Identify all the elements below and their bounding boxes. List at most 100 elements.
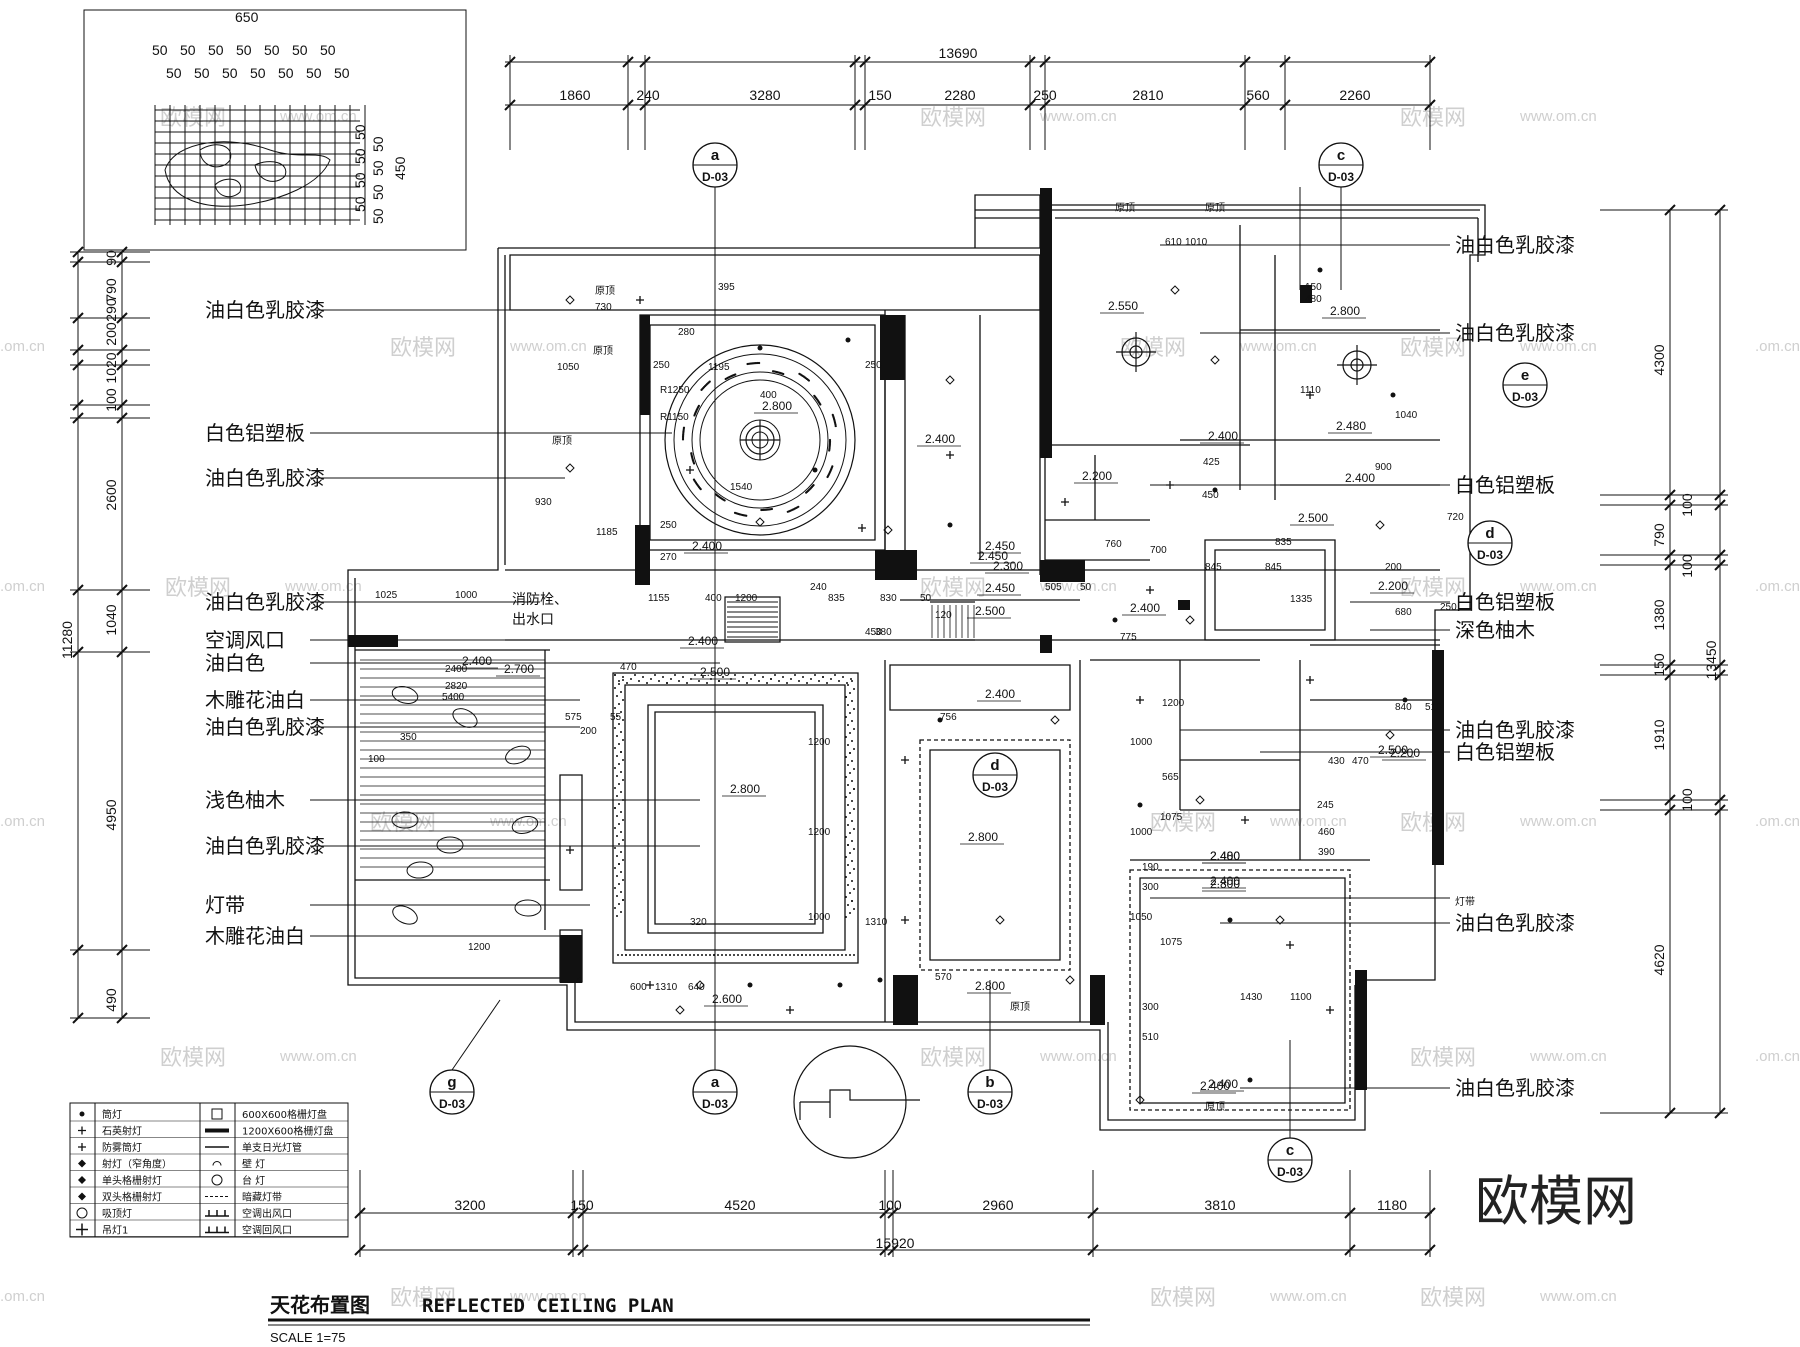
right-dim-segment: 4620 [1651, 944, 1667, 975]
spotlight-symbol [566, 296, 574, 304]
interior-dim: 1000 [1130, 737, 1153, 748]
carving-dot [654, 674, 656, 676]
overall-width-bottom: 15920 [876, 1235, 915, 1251]
bottom-dim-segment: 150 [570, 1197, 594, 1213]
carving-dot [618, 723, 620, 725]
carving-dot [670, 678, 672, 680]
section-letter: a [711, 147, 720, 164]
ceiling-level: 2.500 [700, 665, 730, 679]
top-dim-segment: 560 [1246, 87, 1270, 103]
watermark-edge: .om.cn [0, 578, 45, 595]
interior-dim: 190 [1142, 862, 1159, 873]
interior-dim: 1100 [1290, 992, 1312, 1003]
interior-dim: 1025 [375, 590, 398, 601]
section-marker: cD-03 [1268, 1138, 1312, 1182]
interior-dim: 320 [690, 917, 707, 928]
section-marker: dD-03 [973, 753, 1017, 797]
carving-dot [845, 916, 847, 918]
carving-dot [620, 711, 622, 713]
detail-spacing-top: 50 [292, 42, 308, 58]
watermark-site: www.om.cn [279, 1048, 357, 1065]
carving-dot [853, 888, 855, 890]
material-label: 油白色 [205, 651, 265, 675]
interior-dim: 430 [1328, 756, 1345, 767]
material-label: 木雕花油白 [205, 688, 305, 712]
top-dim-segment: 2260 [1339, 87, 1370, 103]
watermark-edge: .om.cn [1755, 578, 1800, 595]
carving-dot [620, 851, 622, 853]
watermark-edge: .om.cn [1755, 1048, 1800, 1065]
interior-dim: 720 [1447, 512, 1464, 523]
carving-dot [805, 954, 807, 956]
carving-dot [625, 954, 627, 956]
leaf-ornament [436, 836, 464, 854]
carving-dot [685, 954, 687, 956]
downlight-symbol [1212, 487, 1218, 493]
carving-dot [810, 678, 812, 680]
interior-dim: 640 [688, 982, 705, 993]
interior-dim: 250 [865, 360, 882, 371]
detail-spacing-top2: 50 [250, 65, 266, 81]
carving-dot [845, 876, 847, 878]
left-dim-segment: 490 [103, 988, 119, 1012]
carving-dot [853, 688, 855, 690]
light-fixtures [740, 332, 1377, 460]
carving-dot [616, 735, 618, 737]
interior-dim: 100 [368, 754, 385, 765]
carving-dot [661, 954, 663, 956]
ring-dot [805, 491, 808, 494]
ring-dot [786, 510, 789, 513]
quartz-light-symbol [901, 916, 909, 924]
carving-dot [637, 954, 639, 956]
interior-dim: 245 [1317, 800, 1334, 811]
carving-dot [847, 744, 849, 746]
watermark-brand: 欧模网 [1400, 576, 1466, 601]
carving-dot [847, 684, 849, 686]
material-labels-right: 油白色乳胶漆油白色乳胶漆白色铝塑板白色铝塑板深色柚木油白色乳胶漆白色铝塑板灯带油… [1455, 233, 1575, 1100]
carving-dot [616, 835, 618, 837]
carving-dot [698, 680, 700, 682]
ceiling-level: 2.400 [688, 634, 718, 648]
legend-label: 射灯（窄角度） [102, 1158, 172, 1171]
carving-dot [622, 899, 624, 901]
carving-dot [614, 787, 616, 789]
interior-dim: 510 [1425, 702, 1442, 713]
material-label: 油白色乳胶漆 [1455, 718, 1575, 742]
watermark-site: www.om.cn [1529, 1048, 1607, 1065]
ring-dot [708, 380, 711, 383]
interior-dim: 300 [1142, 1002, 1159, 1013]
brand-logo: 欧模网 [1475, 1170, 1637, 1233]
interior-dim: R1250 [660, 385, 690, 396]
carving-dot [845, 816, 847, 818]
overall-height-right: 13450 [1703, 640, 1719, 679]
carving-dot [678, 680, 680, 682]
quartz-light-symbol [1306, 391, 1314, 399]
title-en: REFLECTED CEILING PLAN [422, 1295, 674, 1317]
carving-dot [673, 954, 675, 956]
interior-dim: 845 [1205, 562, 1222, 573]
carving-dot [709, 954, 711, 956]
carving-dot [817, 954, 819, 956]
section-marker: gD-03 [430, 1070, 474, 1114]
carving-dot [694, 674, 696, 676]
carving-dot [842, 676, 844, 678]
left-dim-segment: 1020 [103, 352, 119, 383]
downlight-symbol [1317, 267, 1323, 273]
carving-dot [830, 678, 832, 680]
carving-dot [778, 680, 780, 682]
top-dim-segment: 3280 [749, 87, 780, 103]
interior-dim: 300 [1142, 882, 1159, 893]
detail-spacing-top: 50 [208, 42, 224, 58]
carving-dot [681, 954, 683, 956]
carving-dot [750, 678, 752, 680]
watermark-site: www.om.cn [1039, 578, 1117, 595]
carving-dot [853, 808, 855, 810]
interior-dim: 2400 [445, 664, 468, 675]
watermark-brand: 欧模网 [920, 1046, 986, 1071]
material-label: 油白色乳胶漆 [1455, 321, 1575, 345]
carving-dot [622, 759, 624, 761]
carving-dot [618, 783, 620, 785]
spotlight-symbol [1196, 796, 1204, 804]
ceiling-mark: 原顶 [1115, 202, 1135, 214]
